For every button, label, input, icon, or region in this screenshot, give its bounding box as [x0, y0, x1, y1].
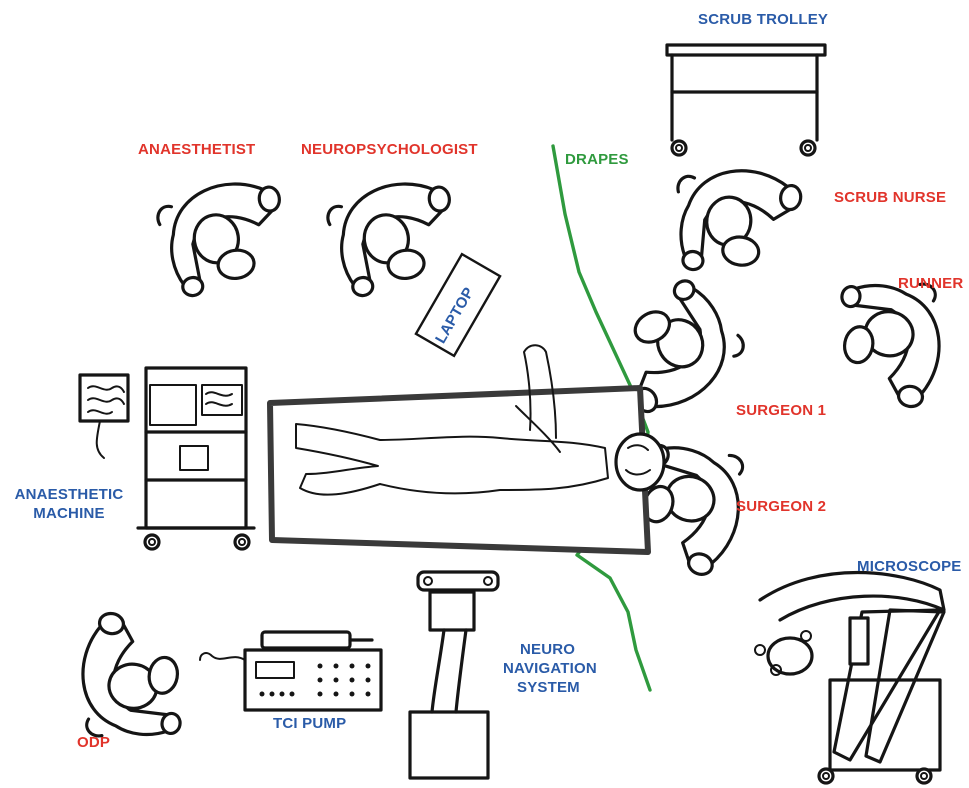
- neuro-navigation-label-line2: NAVIGATION: [503, 659, 597, 678]
- neuro-navigation-label: NEURO NAVIGATION SYSTEM: [503, 640, 597, 697]
- neuro-navigation-drawing: [410, 572, 498, 778]
- tci-pump-label: TCI PUMP: [273, 714, 346, 733]
- odp-figure: [72, 610, 197, 749]
- scrub-trolley-label: SCRUB TROLLEY: [698, 10, 828, 29]
- microscope-drawing: [755, 573, 944, 784]
- neuropsychologist-label: NEUROPSYCHOLOGIST: [301, 140, 478, 159]
- odp-label: ODP: [77, 733, 110, 752]
- neuropsychologist-figure: [325, 177, 462, 298]
- drapes-label: DRAPES: [565, 150, 629, 169]
- operating-table-drawing: [270, 345, 664, 552]
- microscope-label: MICROSCOPE: [857, 557, 962, 576]
- anaesthetic-machine-label-line1: ANAESTHETIC: [10, 485, 128, 504]
- scrub-nurse-figure: [667, 162, 804, 283]
- runner-label: RUNNER: [898, 274, 963, 293]
- neuro-navigation-label-line1: NEURO: [503, 640, 597, 659]
- neuro-navigation-label-line3: SYSTEM: [503, 678, 597, 697]
- surgeon-1-label: SURGEON 1: [736, 401, 826, 420]
- scrub-trolley-drawing: [667, 45, 825, 155]
- anaesthetic-machine-label: ANAESTHETIC MACHINE: [10, 485, 128, 523]
- anaesthetist-figure: [155, 177, 292, 298]
- anaesthetic-machine-label-line2: MACHINE: [10, 504, 128, 523]
- tci-pump-drawing: [200, 632, 381, 710]
- scrub-nurse-label: SCRUB NURSE: [834, 188, 946, 207]
- anaesthetist-label: ANAESTHETIST: [138, 140, 255, 159]
- surgeon-2-label: SURGEON 2: [736, 497, 826, 516]
